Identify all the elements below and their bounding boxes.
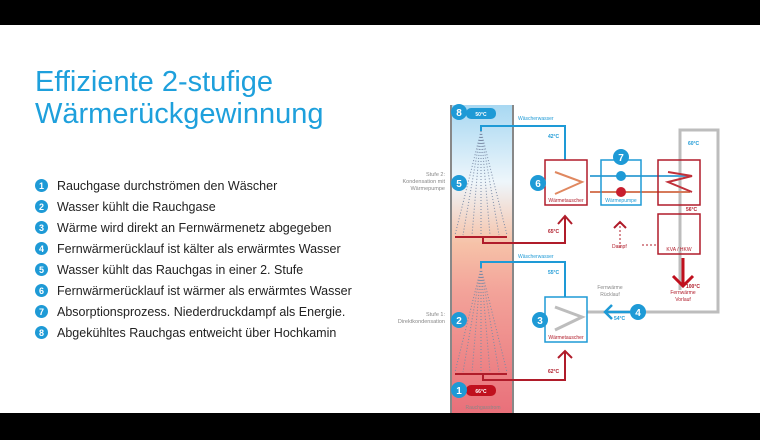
badge-5 — [451, 175, 467, 191]
heat-exchanger-heatpump — [657, 159, 701, 206]
step-number-badge: 1 — [35, 179, 48, 192]
svg-text:Fernwärme: Fernwärme — [670, 290, 696, 296]
spray-cone-upper — [454, 130, 508, 236]
step-number-badge: 6 — [35, 284, 48, 297]
step-item: 7 Absorptionsprozess. Niederdruckdampf al… — [35, 301, 352, 322]
svg-text:Direktkondensation: Direktkondensation — [398, 319, 445, 325]
pipe-collector-upper — [455, 216, 566, 244]
step-item: 5 Wasser kühlt das Rauchgas in einer 2. S… — [35, 259, 352, 280]
svg-text:Dampf: Dampf — [612, 244, 627, 250]
pipe-scrubber-water-upper — [480, 125, 566, 160]
step-number-badge: 4 — [35, 242, 48, 255]
svg-text:4: 4 — [635, 308, 641, 319]
step-number-badge: 5 — [35, 263, 48, 276]
svg-text:6: 6 — [535, 179, 541, 190]
svg-text:55°C: 55°C — [548, 270, 560, 276]
svg-text:2: 2 — [456, 316, 462, 327]
svg-text:3: 3 — [537, 316, 543, 327]
step-text: Abgekühltes Rauchgas entweicht über Hoch… — [57, 325, 337, 340]
badge-6 — [530, 175, 546, 191]
svg-text:Stufe 1:: Stufe 1: — [426, 312, 445, 318]
svg-text:Wärmepumpe: Wärmepumpe — [410, 186, 445, 192]
pipe-collector-lower — [455, 351, 566, 381]
step-item: 3 Wärme wird direkt an Fernwärmenetz abge… — [35, 217, 352, 238]
svg-text:Kondensation mit: Kondensation mit — [403, 179, 446, 185]
spray-cone-lower — [454, 267, 508, 373]
step-text: Fernwärmerücklauf ist kälter als erwärmt… — [57, 241, 341, 256]
step-text: Wasser kühlt das Rauchgas in einer 2. St… — [57, 262, 304, 277]
svg-text:54°C: 54°C — [614, 316, 626, 322]
svg-text:Vorlauf: Vorlauf — [675, 297, 691, 303]
svg-text:56°C: 56°C — [686, 207, 698, 213]
page-title: Effiziente 2-stufige Wärmerückgewinnung — [35, 66, 324, 130]
svg-text:100°C: 100°C — [686, 284, 700, 290]
badge-2 — [451, 312, 467, 328]
step-text: Wasser kühlt die Rauchgase — [57, 199, 216, 214]
svg-text:5: 5 — [456, 179, 462, 190]
step-text: Wärme wird direkt an Fernwärmenetz abgeg… — [57, 220, 332, 235]
step-item: 1 Rauchgase durchströmen den Wäscher — [35, 175, 352, 196]
svg-text:62°C: 62°C — [548, 369, 560, 375]
scrubber-column — [451, 105, 512, 413]
svg-text:65°C: 65°C — [548, 229, 560, 235]
svg-text:Stufe 2:: Stufe 2: — [426, 172, 445, 178]
badge-4 — [630, 304, 646, 320]
badge-8 — [451, 104, 467, 120]
step-number-badge: 7 — [35, 305, 48, 318]
svg-text:1: 1 — [456, 386, 462, 397]
step-item: 8 Abgekühltes Rauchgas entweicht über Hoc… — [35, 322, 352, 343]
temp-top: 50°C — [475, 112, 487, 118]
top-letterbox — [0, 0, 760, 25]
step-text: Fernwärmerücklauf ist wärmer als erwärmt… — [57, 283, 352, 298]
svg-text:7: 7 — [618, 153, 624, 164]
pipe-district-heating-grey — [585, 128, 720, 314]
step-number-badge: 2 — [35, 200, 48, 213]
badge-3 — [532, 312, 548, 328]
badge-7 — [613, 149, 629, 165]
svg-text:Wärmetauscher: Wärmetauscher — [548, 335, 584, 341]
svg-text:Rauchgasstrom: Rauchgasstrom — [465, 405, 500, 411]
pipe-scrubber-water-lower — [480, 261, 566, 297]
svg-text:Wäscherwasser: Wäscherwasser — [518, 254, 554, 260]
bottom-letterbox — [0, 413, 760, 440]
svg-text:Wärmetauscher: Wärmetauscher — [548, 198, 584, 204]
svg-text:42°C: 42°C — [548, 134, 560, 140]
badge-1 — [451, 382, 467, 398]
svg-text:60°C: 60°C — [688, 141, 700, 147]
step-item: 2 Wasser kühlt die Rauchgase — [35, 196, 352, 217]
svg-text:Wärmepumpe: Wärmepumpe — [605, 198, 637, 204]
svg-text:Wäscherwasser: Wäscherwasser — [518, 116, 554, 122]
step-text: Absorptionsprozess. Niederdruckdampf als… — [57, 304, 346, 319]
step-item: 6 Fernwärmerücklauf ist wärmer als erwärm… — [35, 280, 352, 301]
supply-arrow — [671, 258, 695, 289]
svg-text:KVA / HKW: KVA / HKW — [666, 247, 691, 253]
plant-box — [657, 213, 701, 255]
svg-text:Rücklauf: Rücklauf — [600, 292, 620, 298]
step-number-badge: 3 — [35, 221, 48, 234]
step-text: Rauchgase durchströmen den Wäscher — [57, 178, 278, 193]
step-item: 4 Fernwärmerücklauf ist kälter als erwärm… — [35, 238, 352, 259]
temp-bottom: 66°C — [475, 389, 487, 395]
svg-text:Fernwärme: Fernwärme — [597, 285, 623, 291]
svg-text:8: 8 — [456, 108, 462, 119]
step-number-badge: 8 — [35, 326, 48, 339]
